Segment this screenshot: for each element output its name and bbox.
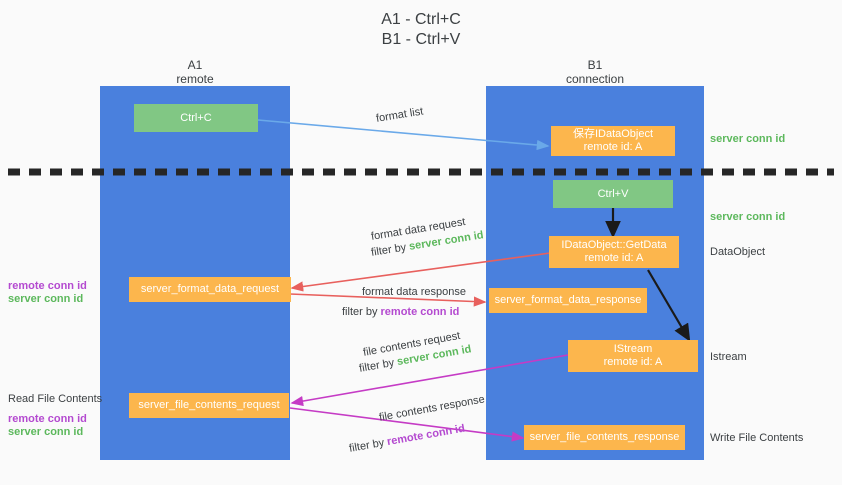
edge-label-format-data-response: format data response [362,286,466,298]
annotation-write-file-contents: Write File Contents [710,432,804,444]
annotation-read-file-contents: Read File Contents [8,393,103,405]
annotation-server-conn-id-low: server conn id [8,426,84,438]
filter-prefix: filter by [370,240,411,259]
title-line-1: A1 - Ctrl+C [381,11,461,28]
filter-prefix: filter by [342,306,381,318]
annotation-istream: Istream [710,351,747,363]
node-save-dataobject[interactable]: 保存IDataObject remote id: A [551,126,675,156]
node-ctrl-c[interactable]: Ctrl+C [134,104,258,132]
node-ctrl-v[interactable]: Ctrl+V [553,180,673,208]
node-server-file-contents-response[interactable]: server_file_contents_response [524,425,685,450]
filter-prefix: filter by [348,436,389,455]
title-line-2: B1 - Ctrl+V [381,31,461,48]
annotation-server-conn-id-mid: server conn id [8,293,84,305]
node-server-format-data-request[interactable]: server_format_data_request [129,277,291,302]
node-getdata[interactable]: IDataObject::GetData remote id: A [549,236,679,268]
annotation-server-conn-id-second: server conn id [710,211,786,223]
column-header-b1: B1 connection [535,58,655,86]
annotation-remote-conn-id-mid: remote conn id [8,280,87,292]
column-b1-name: B1 [587,58,603,72]
column-b1-sub: connection [565,72,625,86]
node-istream[interactable]: IStream remote id: A [568,340,698,372]
diagram-title: A1 - Ctrl+C B1 - Ctrl+V [0,10,842,50]
node-server-format-data-response[interactable]: server_format_data_response [489,288,647,313]
filter-value-remote-conn-id: remote conn id [386,422,466,449]
annotation-dataobject: DataObject [710,246,766,258]
column-a1-name: A1 [187,58,203,72]
edge-label-format-data-response-filter: filter by remote conn id [342,305,459,319]
edge-label-file-contents-response-filter: filter by remote conn id [348,422,466,456]
column-a1-sub: remote [176,72,214,86]
edge-label-format-list: format list [375,105,425,125]
node-server-file-contents-request[interactable]: server_file_contents_request [129,393,289,418]
annotation-remote-conn-id-low: remote conn id [8,413,87,425]
filter-value-remote-conn-id: remote conn id [380,306,460,318]
edge-label-file-contents-response: file contents response [378,393,486,424]
column-header-a1: A1 remote [135,58,255,86]
annotation-server-conn-id-top: server conn id [710,133,786,145]
